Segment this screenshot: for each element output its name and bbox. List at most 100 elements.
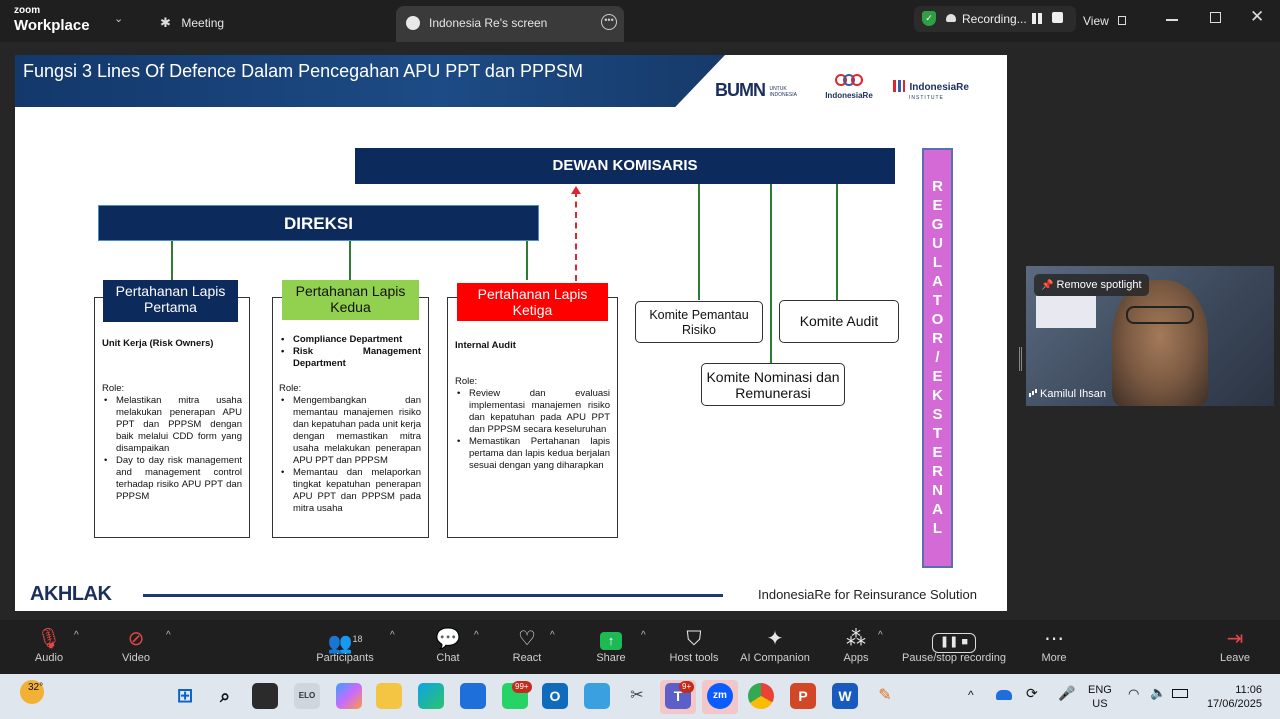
connector-dewan-pemantau	[698, 184, 700, 300]
lapis3-role-item: Review dan evaluasi implementasi manajem…	[455, 388, 610, 436]
calendar-app-icon[interactable]	[584, 683, 610, 709]
ai-companion-button[interactable]: ✦ AI Companion	[738, 626, 812, 664]
direksi-box: DIREKSI	[98, 205, 539, 241]
paw-icon: ✱	[160, 15, 171, 30]
video-button[interactable]: ⊘ Video	[116, 626, 156, 664]
wifi-icon[interactable]: ◠	[1128, 686, 1140, 701]
audio-chevron-icon[interactable]: ^	[74, 630, 79, 641]
lapis2-unit-item: Compliance Department	[279, 334, 421, 346]
powerpoint-icon[interactable]: P	[790, 683, 816, 709]
pause-stop-label: Pause/stop recording	[902, 652, 1006, 664]
lapis2-role-item: Memantau dan melaporkan tingkat kepatuha…	[279, 467, 421, 515]
chat-icon: 💬	[435, 628, 461, 650]
connector-direksi-lapis1	[171, 241, 173, 280]
pause-icon[interactable]	[1032, 13, 1036, 24]
bumn-logo-sub: UNTUK INDONESIA	[769, 86, 797, 98]
view-menu[interactable]: View	[1083, 12, 1127, 30]
task-view-icon[interactable]	[252, 683, 278, 709]
language-region: US	[1092, 698, 1108, 710]
elo-app-icon[interactable]: ELO	[294, 683, 320, 709]
whatsapp-badge: 99+	[512, 681, 532, 693]
participants-button[interactable]: 👥18 Participants	[312, 626, 378, 664]
pause-stop-recording-button[interactable]: ❚❚ ■ Pause/stop recording	[900, 626, 1008, 664]
word-icon[interactable]: W	[832, 683, 858, 709]
language-indicator[interactable]: ENG US	[1088, 683, 1112, 711]
file-explorer-icon[interactable]	[376, 683, 402, 709]
lapis-pertama-header: Pertahanan Lapis Pertama	[103, 280, 238, 322]
share-icon: ↑	[594, 626, 628, 652]
regulator-label: REGULATOR/EKSTERNAL AUDIT	[902, 177, 946, 539]
connector-direksi-lapis2	[349, 241, 351, 280]
stop-icon[interactable]	[1052, 12, 1063, 23]
snipping-icon[interactable]: ✂	[630, 687, 644, 704]
chevron-up-icon[interactable]: ^	[968, 688, 974, 702]
audio-button[interactable]: 🎙 Audio	[30, 626, 68, 664]
zoom-icon[interactable]: zm	[707, 683, 733, 709]
host-tools-label: Host tools	[669, 652, 719, 664]
connector-direksi-lapis3	[526, 241, 528, 280]
share-chevron-icon[interactable]: ^	[641, 630, 646, 641]
clock-date: 17/06/2025	[1206, 698, 1262, 710]
sync-icon[interactable]: ⟳	[1026, 685, 1038, 701]
restore-icon[interactable]	[1210, 12, 1221, 23]
apps-button[interactable]: ⁂ Apps	[840, 626, 872, 664]
connector-dewan-audit	[836, 184, 838, 300]
camera-off-icon: ⊘	[127, 628, 145, 650]
dashed-arrow-lapis3-dewan	[575, 191, 577, 281]
close-icon[interactable]: ✕	[1250, 7, 1265, 26]
onedrive-icon[interactable]	[996, 690, 1012, 700]
copilot-icon[interactable]	[336, 683, 362, 709]
battery-icon[interactable]	[1172, 689, 1188, 698]
paint-icon[interactable]: ✎	[878, 687, 892, 704]
minimize-icon[interactable]	[1166, 19, 1178, 21]
title-band	[15, 55, 725, 107]
weather-icon[interactable]	[20, 680, 44, 704]
leave-button[interactable]: ⇥ Leave	[1218, 626, 1252, 664]
meeting-tab[interactable]: ✱ Meeting	[160, 14, 224, 32]
react-button[interactable]: ♡ React	[510, 626, 544, 664]
chat-chevron-icon[interactable]: ^	[474, 630, 479, 641]
volume-icon[interactable]: 🔈	[1150, 685, 1167, 700]
search-icon[interactable]: ⌕	[219, 686, 231, 706]
chevron-down-icon[interactable]: ⌄	[114, 13, 124, 25]
remove-spotlight-button[interactable]: 📌 Remove spotlight	[1034, 274, 1149, 296]
outlook-icon[interactable]: O	[542, 683, 568, 709]
store-icon[interactable]	[460, 683, 486, 709]
chat-button[interactable]: 💬 Chat	[432, 626, 464, 664]
lapis1-unit: Unit Kerja (Risk Owners)	[102, 338, 214, 349]
cloud-icon	[946, 14, 956, 22]
presentation-slide: Fungsi 3 Lines Of Defence Dalam Pencegah…	[15, 55, 1007, 611]
mic-icon[interactable]: 🎤	[1058, 685, 1076, 701]
pause-stop-icon: ❚❚ ■	[900, 626, 1008, 653]
shield-check-icon: ✓	[922, 11, 936, 26]
lapis2-role-label: Role:	[279, 383, 302, 394]
video-label: Video	[122, 652, 150, 664]
weather-temp: 32°	[28, 682, 44, 693]
participants-chevron-icon[interactable]: ^	[390, 630, 395, 641]
shared-screen-tab[interactable]: Indonesia Re's screen •••	[396, 6, 624, 42]
apps-chevron-icon[interactable]: ^	[878, 630, 883, 641]
resize-handle[interactable]	[1019, 347, 1022, 371]
recording-indicator[interactable]: ✓ Recording...	[914, 6, 1076, 32]
lapis2-role-list: Mengembangkan dan memantau manajemen ris…	[279, 395, 421, 515]
share-button[interactable]: ↑ Share	[594, 626, 628, 664]
react-chevron-icon[interactable]: ^	[550, 630, 555, 641]
windows-start-icon[interactable]: ⊞	[176, 685, 194, 707]
more-button[interactable]: ⋯ More	[1038, 626, 1070, 664]
lapis1-role-item: Melastikan mitra usaha melakukan penerap…	[102, 395, 242, 455]
chrome-icon[interactable]	[748, 683, 774, 709]
more-options-icon[interactable]: •••	[601, 14, 617, 30]
bumn-logo-text: BUMN	[715, 80, 766, 100]
edge-icon[interactable]	[418, 683, 444, 709]
clock[interactable]: 11:06 17/06/2025	[1196, 683, 1262, 711]
footer-line	[143, 594, 723, 597]
participant-video-tile[interactable]: 📌 Remove spotlight Kamilul Ihsan	[1026, 266, 1274, 406]
participants-count: 18	[352, 634, 363, 644]
lapis-kedua-box: Compliance Department Risk Management De…	[272, 297, 429, 538]
more-icon: ⋯	[1044, 628, 1064, 650]
mic-muted-icon: 🎙	[36, 628, 62, 650]
dewan-komisaris-box: DEWAN KOMISARIS	[355, 148, 895, 184]
heart-icon: ♡	[518, 628, 536, 650]
host-tools-button[interactable]: ⛉ Host tools	[667, 626, 721, 664]
video-chevron-icon[interactable]: ^	[166, 630, 171, 641]
